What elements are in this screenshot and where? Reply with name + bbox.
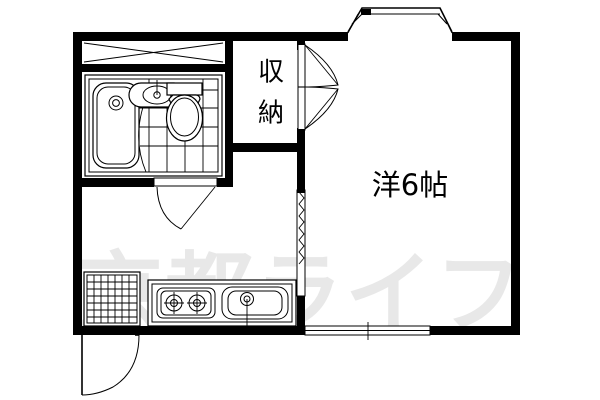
bathtub-icon — [92, 82, 140, 169]
kitchen-sink-icon — [221, 286, 289, 330]
genkan-tiles — [87, 275, 137, 323]
room-label-closet-char2: 納 — [258, 99, 284, 129]
unit-bathroom — [84, 74, 223, 177]
bathroom-door[interactable] — [153, 177, 218, 230]
kitchen-counter — [147, 279, 297, 330]
room-label-main: 洋6帖 — [372, 168, 448, 202]
bay-window — [347, 7, 453, 34]
room-label-closet-char1: 収 — [258, 58, 284, 88]
balcony-sliding-window[interactable] — [304, 322, 431, 340]
genkan-tile-area — [83, 271, 141, 327]
entrance-door[interactable] — [81, 334, 140, 396]
closet-folding-doors[interactable] — [297, 40, 339, 135]
partition-sliding-door[interactable] — [296, 189, 306, 297]
toilet-icon — [165, 82, 204, 142]
exterior-walls — [73, 32, 520, 335]
gas-stove-icon — [156, 287, 216, 319]
loft-void-crossed-box — [82, 41, 225, 64]
